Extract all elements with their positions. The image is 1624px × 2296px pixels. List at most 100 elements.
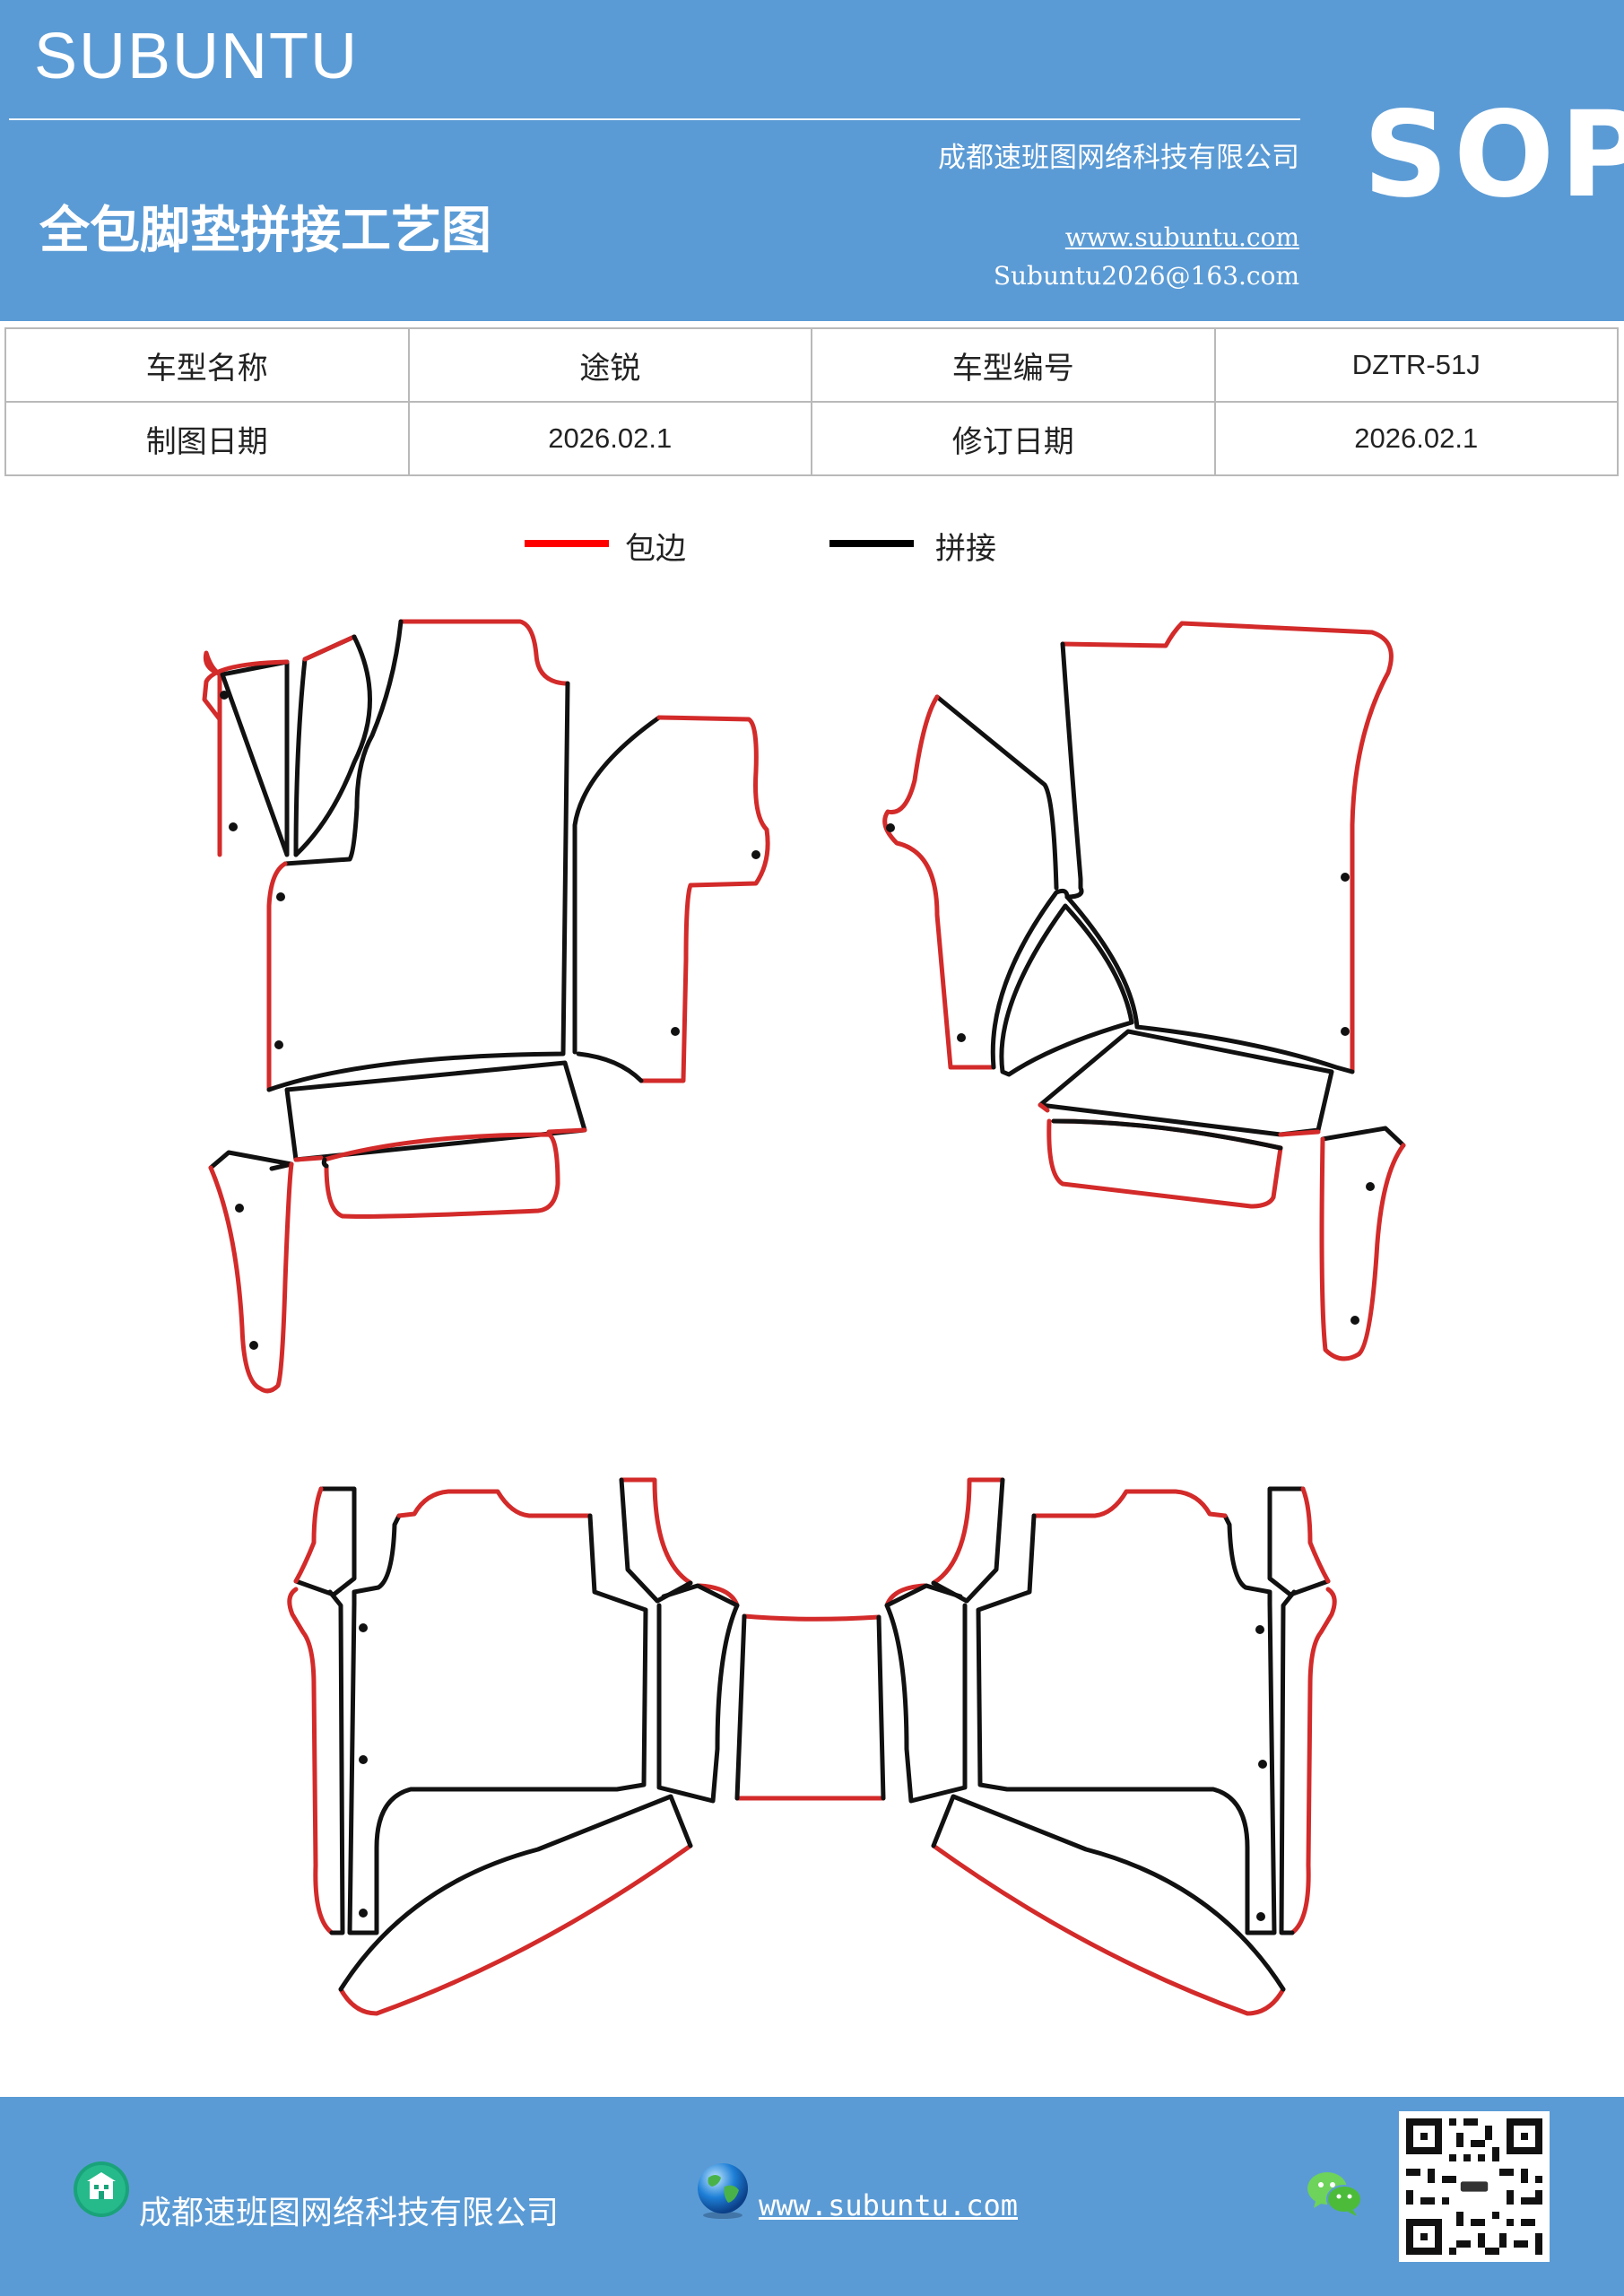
fastener-dot — [359, 1755, 368, 1764]
rear-left-mat-group — [287, 1477, 740, 2016]
mat-piece — [322, 1132, 560, 1219]
mat-piece — [338, 1794, 693, 1992]
mat-piece — [396, 1489, 593, 1518]
table-row: 制图日期 2026.02.1 修订日期 2026.02.1 — [4, 401, 1619, 476]
header-band: SUBUNTU 成都速班图网络科技有限公司 全包脚垫拼接工艺图 www.subu… — [0, 0, 1624, 321]
mat-piece — [572, 715, 662, 1055]
legend-item-edge: 包边 — [525, 522, 722, 572]
mat-piece — [1031, 1489, 1228, 1518]
mat-piece — [734, 1613, 886, 1801]
mat-piece — [287, 1587, 334, 1935]
front-right-mat-group — [882, 621, 1406, 1361]
footer-band: 成都速班图网络科技有限公司 www.subuntu.com — [0, 2097, 1624, 2296]
rear-center-mat — [734, 1613, 886, 1801]
fastener-dot — [957, 1033, 966, 1042]
mat-piece — [884, 1583, 968, 1804]
fastener-dot — [274, 1040, 283, 1049]
mat-piece — [302, 634, 357, 662]
mat-piece — [619, 1477, 693, 1586]
fastener-dot — [229, 822, 238, 831]
table-label: 车型名称 — [4, 327, 410, 403]
mat-piece — [1320, 1126, 1406, 1148]
mat-piece — [990, 888, 1070, 1070]
fastener-dot — [1341, 873, 1350, 882]
fastener-dot — [235, 1204, 244, 1213]
table-value: 2026.02.1 — [1213, 401, 1619, 476]
fastener-dot — [249, 1341, 258, 1350]
mat-piece — [931, 1843, 1286, 2016]
mat-piece — [931, 1477, 1005, 1586]
table-value: 途锐 — [407, 327, 812, 403]
fastener-dot — [1366, 1182, 1375, 1191]
mat-piece — [1051, 1118, 1283, 1151]
mat-piece — [266, 861, 288, 1092]
header-company: 成都速班图网络科技有限公司 — [938, 142, 1299, 174]
mat-piece — [293, 634, 357, 857]
qr-code[interactable] — [1399, 2111, 1550, 2262]
fastener-dot — [1350, 1316, 1359, 1325]
mat-piece — [1064, 894, 1355, 1074]
header-website-link[interactable]: www.subuntu.com — [1064, 222, 1299, 252]
table-label: 制图日期 — [4, 401, 410, 476]
table-row: 车型名称 途锐 车型编号 DZTR-51J — [4, 327, 1619, 403]
mat-piece — [934, 694, 1059, 891]
header-email[interactable]: Subuntu2026@163.com — [993, 261, 1299, 291]
mat-piece — [1046, 1118, 1283, 1209]
mat-piece — [1290, 1587, 1337, 1935]
mat-piece — [352, 1513, 402, 1606]
fastener-dot — [359, 1623, 368, 1632]
front-left-mat-group — [202, 619, 770, 1394]
fastener-dot — [276, 892, 285, 901]
mat-piece — [208, 1161, 294, 1394]
mat-piece — [742, 1613, 881, 1622]
fastener-dots — [220, 691, 1375, 1921]
fastener-dot — [751, 850, 760, 859]
mat-piece — [576, 1051, 644, 1083]
mat-piece — [220, 659, 290, 857]
mat-piece — [208, 1150, 294, 1171]
fastener-dot — [886, 823, 895, 832]
mat-piece — [1319, 1136, 1406, 1361]
mat-piece — [1060, 621, 1394, 1074]
fastener-dot — [1258, 1760, 1267, 1769]
table-label: 修订日期 — [811, 401, 1216, 476]
sop-badge: SOP — [1363, 86, 1624, 224]
mat-piece — [1278, 1129, 1321, 1137]
mat-piece — [882, 694, 996, 1070]
fastener-dot — [1256, 1912, 1265, 1921]
building-icon — [74, 2161, 129, 2217]
fastener-dot — [1255, 1625, 1264, 1634]
mat-piece — [1038, 1029, 1334, 1137]
brand-logo-text: SUBUNTU — [34, 21, 360, 92]
fastener-dot — [671, 1027, 680, 1036]
mat-piece — [1300, 1486, 1331, 1584]
mat-piece — [976, 1513, 1277, 1935]
table-label: 车型编号 — [811, 327, 1216, 403]
mat-piece — [638, 715, 770, 1083]
mat-piece — [338, 1843, 693, 2016]
mat-piece — [282, 619, 404, 866]
mat-piece — [1222, 1513, 1272, 1606]
legend-label: 包边 — [625, 531, 686, 567]
mat-piece — [1038, 1102, 1050, 1113]
mat-piece — [398, 619, 570, 686]
mat-piece — [1060, 641, 1084, 900]
mat-piece — [1279, 1589, 1297, 1935]
fastener-dot — [220, 691, 229, 700]
rear-right-mat-group — [884, 1477, 1337, 2016]
legend-swatch-black — [829, 540, 914, 547]
fastener-dot — [359, 1909, 368, 1918]
mat-piece — [656, 1583, 740, 1804]
footer-website-link[interactable]: www.subuntu.com — [759, 2188, 1018, 2222]
mat-piece — [266, 681, 570, 1092]
mat-piece — [931, 1794, 1286, 1992]
mat-piece — [327, 1589, 345, 1935]
mat-piece — [284, 1060, 587, 1162]
mat-piece — [347, 1513, 648, 1935]
legend-item-seam: 拼接 — [829, 522, 1027, 572]
mat-piece — [324, 1163, 345, 1219]
mat-piece — [293, 1155, 324, 1162]
fastener-dot — [1341, 1027, 1350, 1036]
mat-piece — [293, 634, 372, 857]
